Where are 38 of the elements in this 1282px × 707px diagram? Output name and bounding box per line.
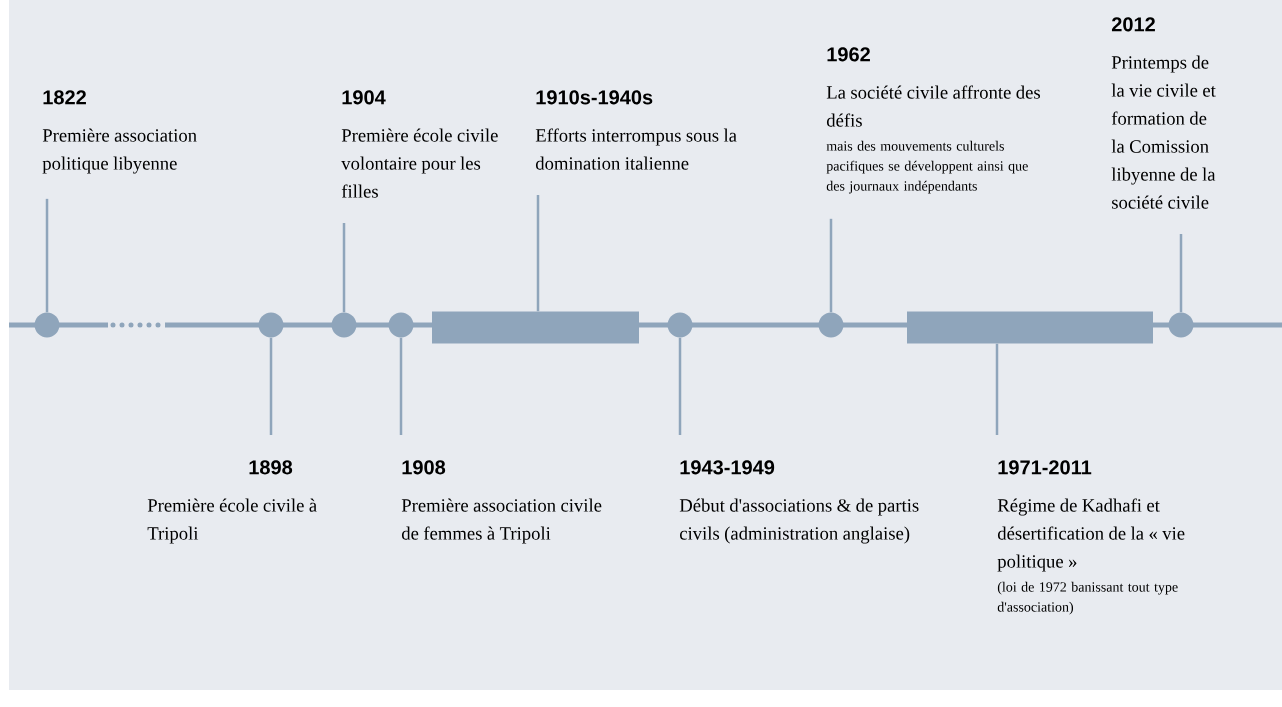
event-description: Première école civile à Tripoli	[147, 498, 317, 544]
leader-line	[399, 337, 403, 435]
timeline-dot	[331, 312, 357, 338]
leader-line	[995, 343, 999, 435]
leader-line	[678, 337, 682, 435]
leader-line	[342, 223, 346, 313]
event-description: Régime de Kadhafi et désertification de la « vie politique »	[997, 498, 1185, 572]
leader-line	[829, 218, 833, 313]
leader-line	[45, 198, 49, 313]
timeline-dot	[818, 312, 844, 338]
event-description: Première association politique libyenne	[42, 128, 197, 174]
event-description: Printemps de la vie civile et formation de la Comission libyenne de la société civile	[1111, 55, 1216, 209]
timeline-dot	[258, 312, 284, 338]
year-label: 1962	[827, 47, 870, 62]
leader-line	[1179, 234, 1183, 313]
timeline-bar	[432, 311, 639, 344]
timeline-bar	[907, 311, 1153, 344]
year-label: 1908	[402, 460, 446, 475]
year-label: 1898	[249, 460, 293, 475]
year-label: 1822	[43, 90, 86, 105]
timeline-dot	[667, 312, 693, 338]
timeline-dot	[34, 312, 60, 338]
event-description: Début d'associations & de partis civils (administration anglaise)	[679, 498, 919, 544]
year-label: 1943-1949	[680, 460, 775, 475]
event-description: Première école civile volontaire pour les filles	[341, 128, 498, 198]
timeline-dot	[388, 312, 414, 338]
year-label: 1910s-1940s	[536, 90, 653, 105]
year-label: 2012	[1111, 17, 1155, 32]
year-label: 1904	[342, 90, 386, 105]
event-description: Première association civile de femmes à Tripoli	[401, 498, 602, 544]
event-description: Efforts interrompus sous la domination italienne	[535, 128, 737, 170]
event-note: (loi de 1972 banissant tout type d'association)	[997, 581, 1178, 615]
timeline-dot	[1168, 312, 1194, 338]
leader-line	[536, 195, 540, 312]
event-description: La société civile affronte des défis	[826, 85, 1040, 127]
year-label: 1971-2011	[998, 460, 1092, 475]
leader-line	[269, 337, 273, 435]
event-note: mais des mouvements culturels pacifiques se développent ainsi que des journaux indépendants	[826, 140, 1028, 194]
